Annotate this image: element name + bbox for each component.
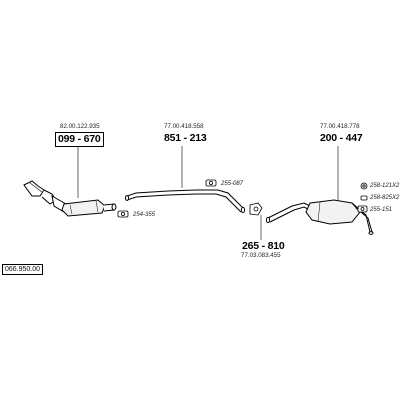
rear-muffler-part: [265, 199, 374, 235]
small-part-258-121X2[interactable]: 258-121X2: [370, 183, 400, 189]
part-number-265-810[interactable]: 265 - 810: [242, 240, 285, 252]
diagram-code: 066.950.00: [2, 264, 44, 275]
part-number-200-447[interactable]: 200 - 447: [320, 132, 363, 144]
part-number-851-213[interactable]: 851 - 213: [164, 132, 207, 144]
ref-number-4: 77.03.083.455: [241, 252, 281, 259]
part-number-099-670[interactable]: 099 - 670: [55, 132, 104, 147]
middle-pipe-part: [124, 189, 246, 214]
hanger-258-121: [360, 182, 368, 190]
ref-number-1: 82.00.122.935: [60, 123, 100, 130]
clamp-254-355: [117, 210, 129, 218]
ref-number-2: 77.00.418.558: [164, 123, 204, 130]
small-part-255-087[interactable]: 255-087: [221, 181, 244, 187]
small-part-258-825X2[interactable]: 258-825X2: [370, 195, 400, 201]
small-part-254-355[interactable]: 254-355: [133, 212, 156, 218]
clamp-255-151: [357, 205, 368, 213]
ref-number-3: 77.00.418.778: [320, 123, 360, 130]
connector-265-810-part: [249, 202, 263, 216]
catalytic-converter-part: [23, 180, 117, 217]
hanger-258-825: [360, 195, 368, 201]
clamp-255-087: [205, 179, 217, 187]
small-part-255-151[interactable]: 255-151: [370, 207, 393, 213]
